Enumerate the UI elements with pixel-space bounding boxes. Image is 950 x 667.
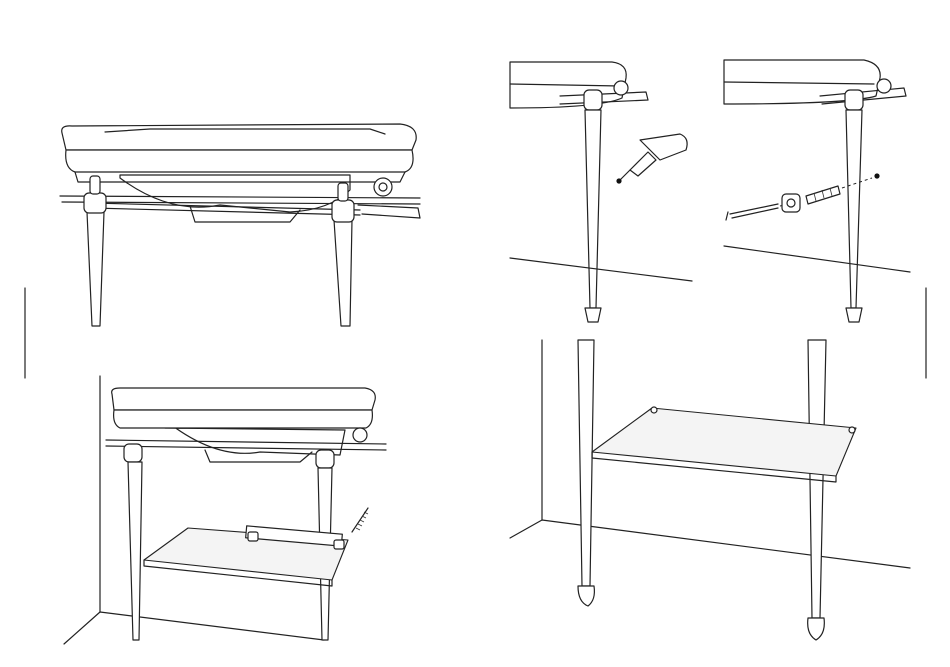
wall-bracket-2	[614, 81, 628, 95]
wall-bracket	[374, 178, 392, 196]
wall-bracket-3	[877, 79, 891, 93]
leg-joint-3	[845, 90, 863, 110]
leg-left-5	[578, 340, 594, 586]
floor-line-2	[510, 258, 692, 281]
leg-left-post	[90, 176, 100, 194]
basin-rim	[62, 124, 416, 150]
leg-left	[87, 212, 104, 326]
panel-3	[724, 60, 926, 378]
wall-hole	[874, 173, 879, 178]
leg-foot-2	[585, 308, 601, 322]
basin-front-4	[114, 410, 373, 428]
leg-left-4	[128, 462, 142, 640]
leg-left-joint	[84, 193, 106, 213]
leg-right	[334, 220, 352, 326]
shelf-clip-left	[651, 407, 657, 413]
screw-icon	[726, 204, 778, 220]
panel-5	[510, 340, 910, 640]
leg-3	[846, 110, 862, 308]
leg-right-joint-4	[316, 450, 334, 468]
basin-front-face	[66, 150, 413, 172]
floor-lines-4	[64, 612, 324, 644]
leg-left-foot-5	[578, 586, 594, 606]
leg-right-post	[338, 183, 348, 201]
leg-right-joint	[332, 200, 354, 222]
basin-rim-4	[112, 388, 376, 410]
floor-lines-5	[510, 520, 910, 568]
leg-right-foot-5	[808, 618, 825, 640]
bracket-icon	[782, 194, 800, 212]
panel-4	[64, 376, 386, 644]
leg-foot-3	[846, 308, 862, 322]
wall-anchor-icon	[806, 186, 840, 204]
leg-joint-2	[584, 90, 602, 110]
drill-icon	[616, 134, 687, 184]
leg-2	[585, 110, 601, 308]
screwdriver-icon	[352, 508, 368, 532]
floor-line-3	[724, 246, 910, 272]
panel-1	[25, 124, 420, 378]
panel-2	[510, 62, 692, 322]
shelf-clip-right	[849, 427, 855, 433]
leg-left-joint-4	[124, 444, 142, 462]
wall-bracket-4	[353, 428, 367, 442]
towel-bar-end	[358, 205, 420, 218]
